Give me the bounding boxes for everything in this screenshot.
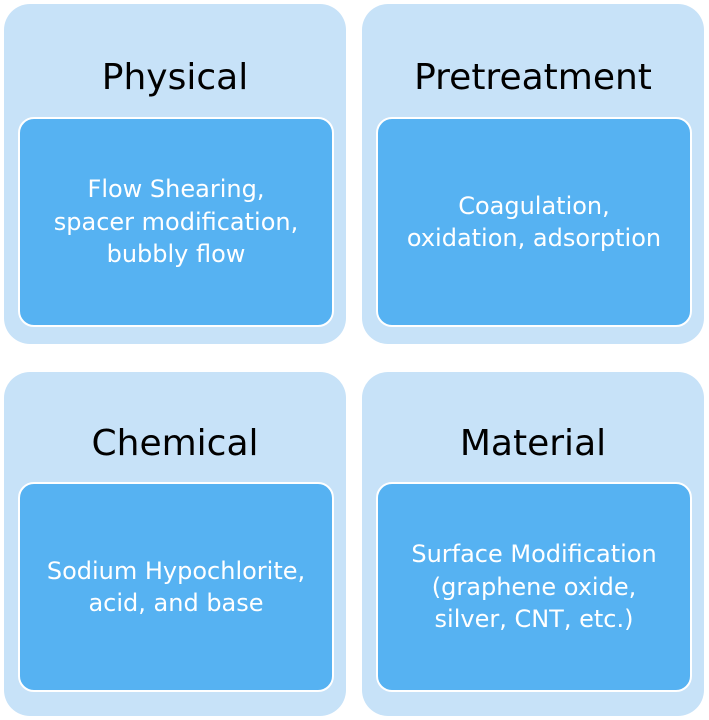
physical-line-2: spacer modification, xyxy=(53,207,299,236)
material-line-1: Surface Modification xyxy=(411,540,657,569)
chemical-card: Chemical Sodium Hypochlorite, acid, and … xyxy=(4,372,346,716)
chemical-description: Sodium Hypochlorite, acid, and base xyxy=(18,482,334,692)
material-title: Material xyxy=(459,423,607,464)
material-line-2: (graphene oxide, xyxy=(431,572,637,601)
chemical-line-1: Sodium Hypochlorite, xyxy=(46,556,306,585)
pretreatment-title: Pretreatment xyxy=(414,57,652,98)
pretreatment-line-2: oxidation, adsorption xyxy=(406,224,662,252)
material-card: Material Surface Modification (graphene … xyxy=(362,372,704,716)
physical-line-1: Flow Shearing, xyxy=(87,175,265,204)
pretreatment-description: Coagulation, oxidation, adsorption xyxy=(376,117,692,327)
pretreatment-line-1: Coagulation, xyxy=(458,191,610,220)
physical-description: Flow Shearing, spacer modification, bubb… xyxy=(18,117,334,327)
physical-title: Physical xyxy=(101,57,249,98)
physical-line-3: bubbly flow xyxy=(106,240,246,269)
pretreatment-card: Pretreatment Coagulation, oxidation, ads… xyxy=(362,4,704,344)
physical-card: Physical Flow Shearing, spacer modificat… xyxy=(4,4,346,344)
material-line-3: silver, CNT, etc.) xyxy=(434,605,634,634)
material-description: Surface Modification (graphene oxide, si… xyxy=(376,482,692,692)
chemical-title: Chemical xyxy=(91,423,259,464)
chemical-line-2: acid, and base xyxy=(88,589,264,617)
